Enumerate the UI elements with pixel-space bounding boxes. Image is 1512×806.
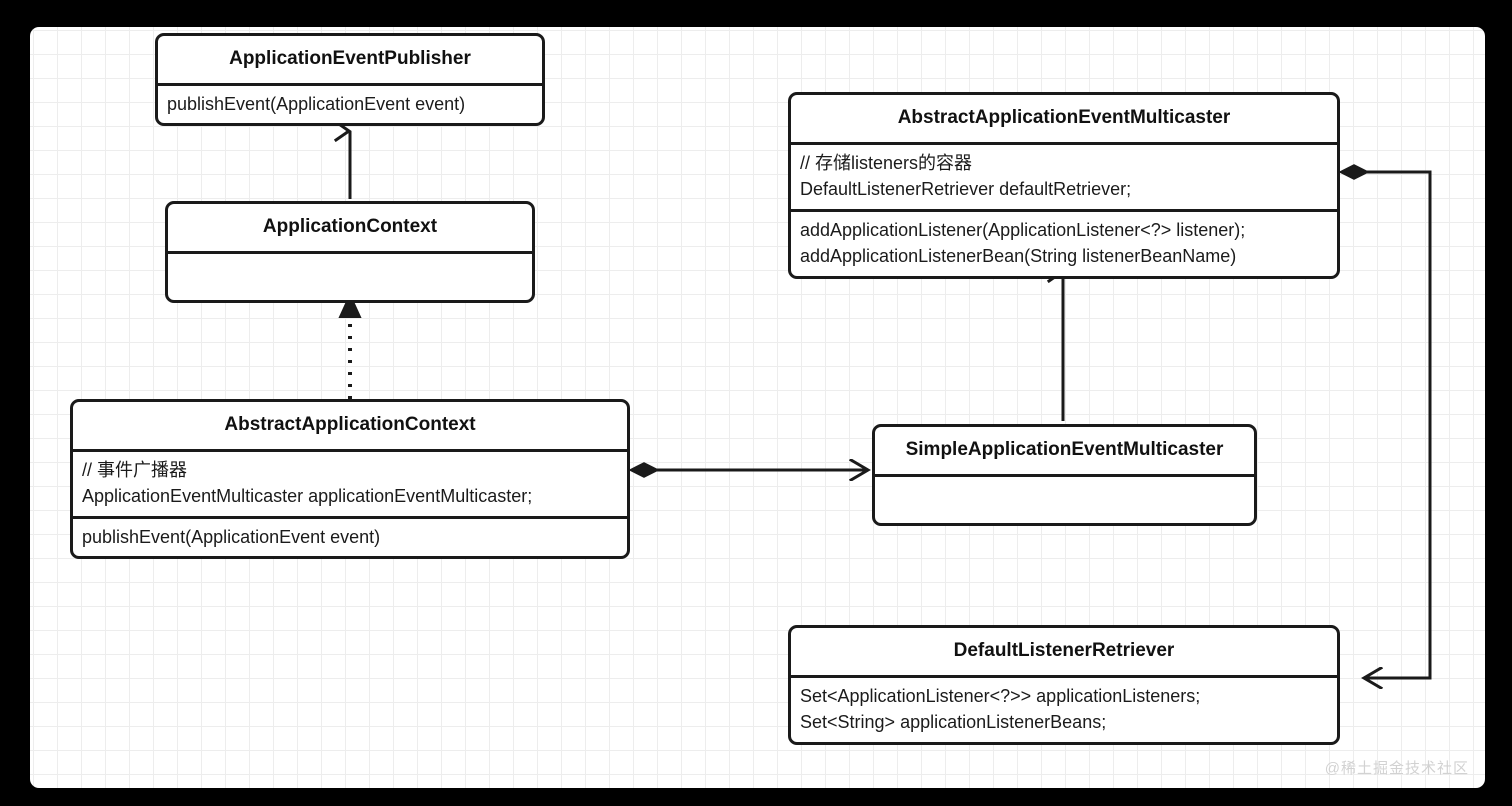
class-methods-list: addApplicationListener(ApplicationListen… xyxy=(791,212,1337,276)
attribute-item: ApplicationEventMulticaster applicationE… xyxy=(82,486,533,507)
class-title-compartment: ApplicationEventPublisher xyxy=(158,36,542,83)
class-attributes-compartment: Set<ApplicationListener<?>> applicationL… xyxy=(791,674,1337,742)
attribute-comment: // 事件广播器 xyxy=(82,459,188,480)
attribute-item: Set<ApplicationListener<?>> applicationL… xyxy=(800,685,1201,706)
class-title-compartment: DefaultListenerRetriever xyxy=(791,628,1337,675)
edge-abstract-multicaster-composes-retriever xyxy=(1338,164,1432,678)
class-name-label: AbstractApplicationContext xyxy=(224,414,476,435)
class-methods-list: publishEvent(ApplicationEvent event) xyxy=(158,86,542,123)
class-methods-compartment: addApplicationListener(ApplicationListen… xyxy=(791,208,1337,276)
class-box-default-listener-retriever[interactable]: DefaultListenerRetriever Set<Application… xyxy=(788,625,1340,745)
class-name-label: DefaultListenerRetriever xyxy=(953,640,1175,661)
class-name-label: AbstractApplicationEventMulticaster xyxy=(897,107,1231,128)
class-methods-list: publishEvent(ApplicationEvent event) xyxy=(73,519,627,556)
class-methods-compartment: publishEvent(ApplicationEvent event) xyxy=(158,82,542,123)
edge-abstractcontext-composes-multicaster xyxy=(628,463,868,477)
class-attributes-list: // 事件广播器 ApplicationEventMulticaster app… xyxy=(73,452,627,516)
class-title-compartment: AbstractApplicationContext xyxy=(73,402,627,449)
class-name-label: SimpleApplicationEventMulticaster xyxy=(905,439,1224,460)
class-attributes-list: Set<ApplicationListener<?>> applicationL… xyxy=(791,678,1337,742)
class-members-compartment xyxy=(875,473,1254,523)
class-box-application-context[interactable]: ApplicationContext xyxy=(165,201,535,303)
method-item: publishEvent(ApplicationEvent event) xyxy=(82,526,381,547)
class-box-abstract-application-event-multicaster[interactable]: AbstractApplicationEventMulticaster // 存… xyxy=(788,92,1340,279)
class-title-compartment: ApplicationContext xyxy=(168,204,532,251)
method-item: addApplicationListenerBean(String listen… xyxy=(800,246,1237,267)
attribute-item: DefaultListenerRetriever defaultRetrieve… xyxy=(800,179,1132,200)
class-members-list xyxy=(875,477,1254,523)
attribute-comment: // 存储listeners的容器 xyxy=(800,152,973,173)
class-title-compartment: AbstractApplicationEventMulticaster xyxy=(791,95,1337,142)
class-name-label: ApplicationContext xyxy=(262,216,438,237)
class-name-label: ApplicationEventPublisher xyxy=(229,48,471,69)
class-members-compartment xyxy=(168,250,532,300)
method-item: publishEvent(ApplicationEvent event) xyxy=(167,93,466,114)
method-item: addApplicationListener(ApplicationListen… xyxy=(800,219,1246,240)
class-attributes-compartment: // 事件广播器 ApplicationEventMulticaster app… xyxy=(73,448,627,516)
watermark-label: @稀土掘金技术社区 xyxy=(1324,760,1469,777)
class-members-list xyxy=(168,254,532,300)
class-title-compartment: SimpleApplicationEventMulticaster xyxy=(875,427,1254,474)
class-box-abstract-application-context[interactable]: AbstractApplicationContext // 事件广播器 Appl… xyxy=(70,399,630,560)
class-methods-compartment: publishEvent(ApplicationEvent event) xyxy=(73,515,627,556)
class-box-simple-application-event-multicaster[interactable]: SimpleApplicationEventMulticaster xyxy=(872,424,1257,526)
diagram-canvas: SimpleApplicationEventMulticaster (compo… xyxy=(30,27,1485,788)
class-attributes-list: // 存储listeners的容器 DefaultListenerRetriev… xyxy=(791,145,1337,209)
attribute-item: Set<String> applicationListenerBeans; xyxy=(800,712,1107,733)
class-box-application-event-publisher[interactable]: ApplicationEventPublisher publishEvent(A… xyxy=(155,33,545,127)
edge-abstractcontext-to-context xyxy=(338,292,362,399)
class-attributes-compartment: // 存储listeners的容器 DefaultListenerRetriev… xyxy=(791,141,1337,209)
